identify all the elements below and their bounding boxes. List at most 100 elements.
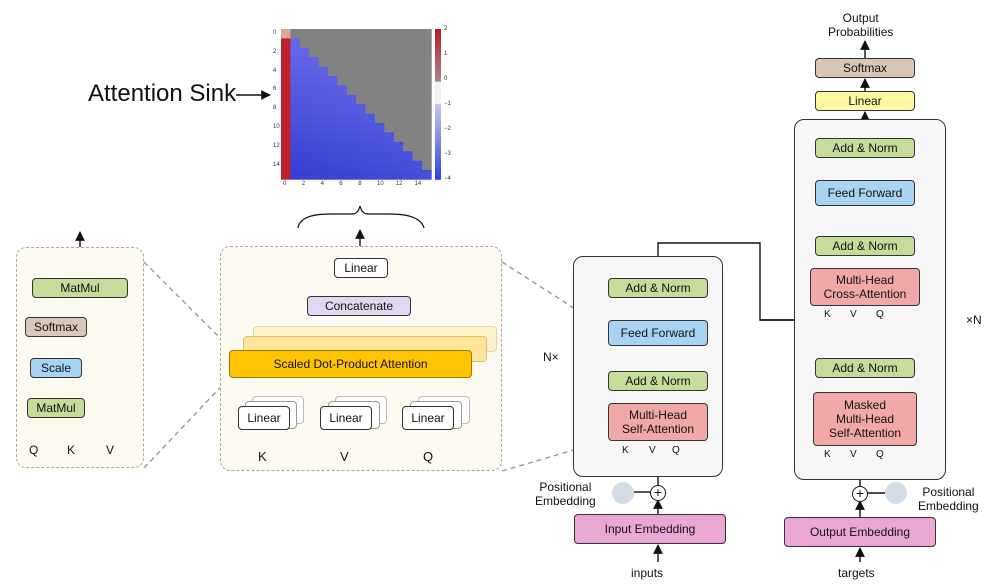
heatmap-cell [375,132,385,143]
heatmap-cell [393,113,404,124]
heatmap-cell [328,38,338,49]
heatmap-x-tick: 14 [414,181,422,188]
heatmap-cell [290,113,301,124]
heatmap-cell [337,85,348,96]
heatmap-cell [337,29,348,39]
colorbar-segment [435,44,441,49]
colorbar-segment [435,32,441,37]
heatmap-cell [365,76,376,86]
heatmap-cell [299,113,310,124]
heatmap-cell [412,66,423,77]
targets-label: targets [838,566,875,580]
heatmap-cell [337,160,348,171]
heatmap-cell [412,141,423,152]
heatmap-cell [375,66,385,77]
heatmap-cell [281,170,291,180]
heatmap-cell [422,170,432,180]
heatmap-cell [346,132,357,143]
colorbar-segment [435,92,441,98]
colorbar-segment [435,81,441,86]
heatmap-cell [422,94,432,105]
heatmap-cell [356,132,366,143]
heatmap-y-tick: 4 [273,67,277,74]
heatmap-cell [299,29,310,39]
heatmap-cell [309,141,319,152]
heatmap-cell [290,132,301,143]
heatmap-cell [422,141,432,152]
heatmap-cell [356,141,366,152]
heatmap-cell [299,94,310,105]
heatmap-cell [318,151,329,161]
heatmap-cell [281,85,291,96]
zoom-line-bottom [143,374,233,469]
heatmap-cell [328,123,338,133]
heatmap-cell [365,132,376,143]
decoder-softmax: Softmax [815,58,915,78]
heatmap-cell [337,170,348,180]
heatmap-x-tick: 2 [301,181,306,188]
colorbar-segment [435,62,441,67]
heatmap-cell [412,76,423,86]
decoder-cross-port-v: V [850,309,857,320]
colorbar-segment [435,119,441,124]
heatmap-cell [422,160,432,171]
output-probabilities-label: Output Probabilities [828,11,894,39]
heatmap-cell [393,151,404,161]
heatmap-cell [356,38,366,49]
heatmap-cell [375,47,385,58]
sdpa-input-q: Q [29,443,39,457]
decoder-add-norm-bottom: Add & Norm [815,358,915,378]
heatmap-cell [384,123,395,133]
heatmap-cell [290,170,301,180]
heatmap-x-tick: 6 [339,181,343,188]
heatmap-cell [375,170,385,180]
colorbar-segment [435,164,441,169]
heatmap-cell [393,85,404,96]
heatmap-cell [422,132,432,143]
heatmap-cell [328,151,338,161]
heatmap-cell [375,151,385,161]
heatmap-cell [290,38,301,49]
heatmap-cell [365,170,376,180]
heatmap-y-tick: 12 [273,142,280,149]
heatmap-cell [422,151,432,161]
heatmap-cell [328,94,338,105]
heatmap-cell [375,104,385,114]
sdpa-softmax: Softmax [25,317,87,337]
heatmap-cell [309,29,319,39]
encoder-port-v: V [649,445,656,456]
heatmap-cell [281,113,291,124]
heatmap-cell [403,57,413,67]
colorbar-segment [435,51,441,56]
colorbar-segment [435,89,441,94]
heatmap-cell [393,170,404,180]
heatmap-cell [290,123,301,133]
heatmap-cell [281,123,291,133]
heatmap-cell [393,38,404,49]
heatmap-cell [281,57,291,67]
heatmap-cell [393,94,404,105]
heatmap-cell [328,160,338,171]
heatmap-cell [318,160,329,171]
decoder-sine-icon [885,482,907,504]
heatmap-cell [309,94,319,105]
heatmap-cell [384,57,395,67]
heatmap-cell [328,76,338,86]
heatmap-cell [281,76,291,86]
decoder-cross-port-q: Q [876,309,884,320]
colorbar-segment [435,160,441,165]
heatmap-cell [375,113,385,124]
heatmap-cell [356,66,366,77]
decoder-masked-attention: Masked Multi-Head Self-Attention [813,392,917,446]
heatmap-cell [299,57,310,67]
heatmap-cell [299,76,310,86]
colorbar-segment [435,100,441,105]
inputs-label: inputs [631,566,664,580]
heatmap-cell [318,123,329,133]
heatmap-cell [281,38,291,49]
colorbar-segment [435,36,441,41]
heatmap-cell [393,66,404,77]
heatmap-cell [384,104,395,114]
heatmap-cell [318,141,329,152]
